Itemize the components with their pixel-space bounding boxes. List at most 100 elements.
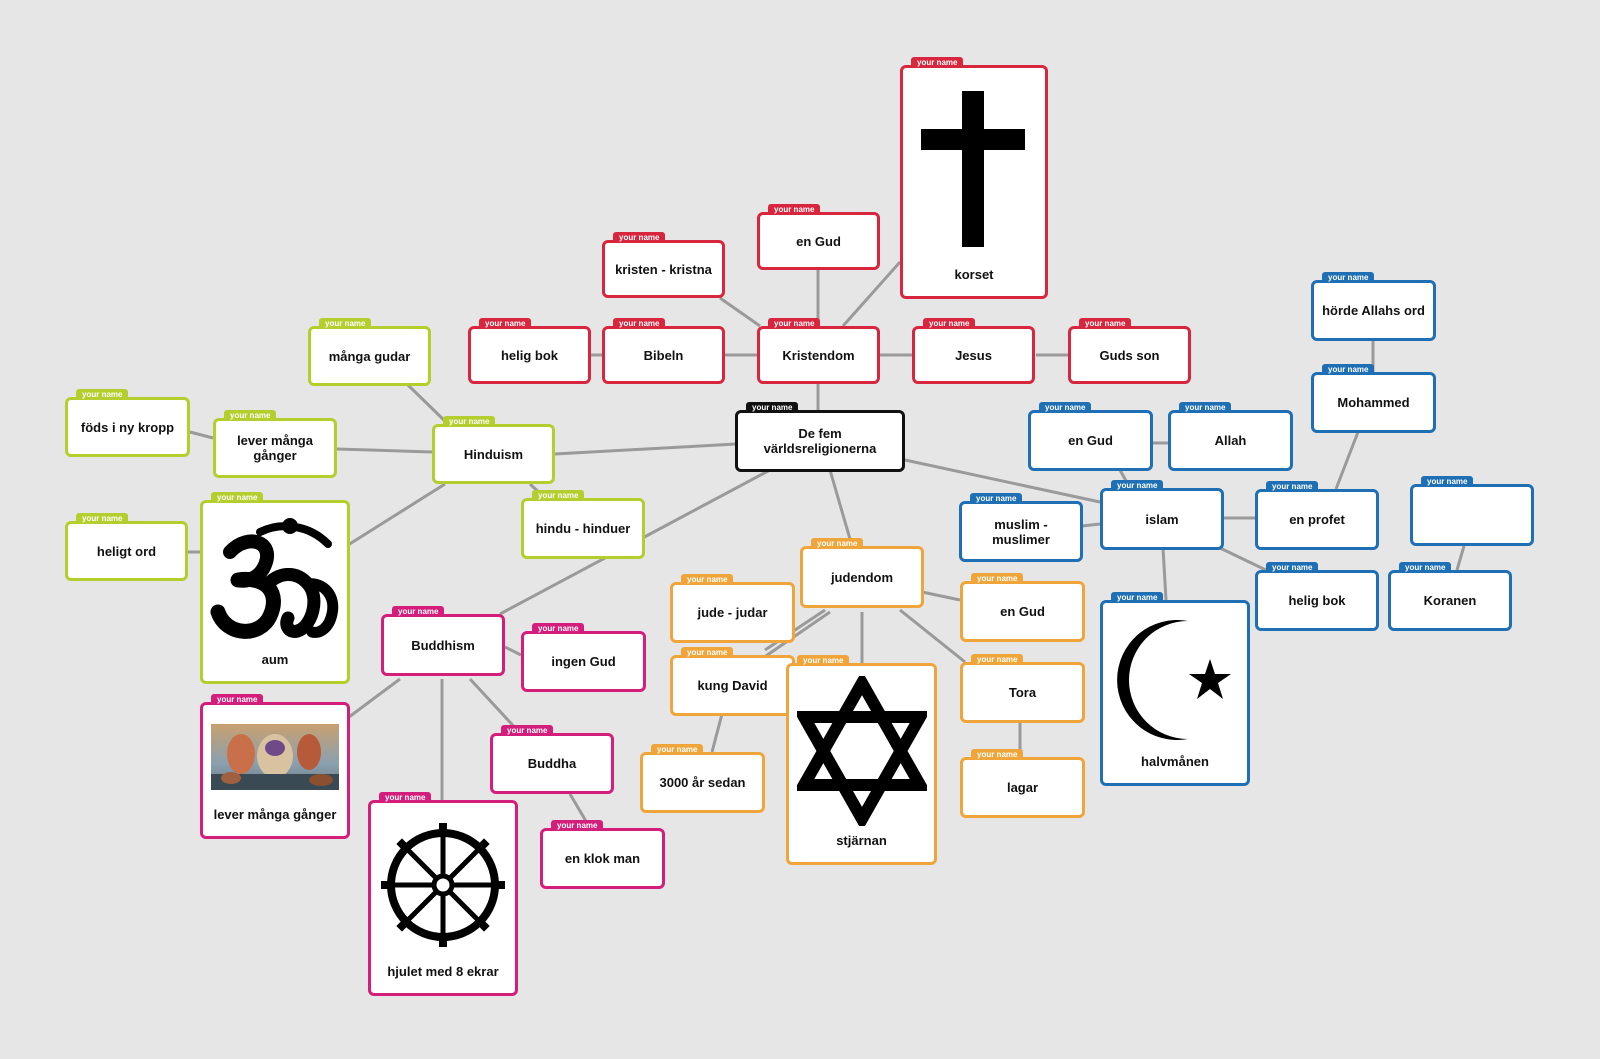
name-tag: your name [651,744,704,755]
node-label: Allah [1214,433,1247,448]
node-label: hjulet med 8 ekrar [387,964,499,979]
node-label: islam [1145,511,1179,527]
name-tag: your name [971,573,1024,584]
node-label: Jesus [955,347,992,363]
node-hjulet[interactable]: your name [368,792,518,996]
name-tag: your name [797,655,850,666]
node-en-profet[interactable]: your name en profet [1255,481,1379,550]
node-bibeln[interactable]: your name Bibeln [602,318,725,384]
node-en-gud-islam[interactable]: your name en Gud [1028,402,1153,471]
node-kung-david[interactable]: your name kung David [670,647,795,716]
node-hinduism[interactable]: your name Hinduism [432,416,555,484]
node-helig-bok-christianity[interactable]: your name helig bok [468,318,591,384]
name-tag: your name [319,318,372,329]
node-label: kung David [697,678,768,693]
node-en-gud-judaism[interactable]: your name en Gud [960,573,1085,642]
name-tag: your name [1039,402,1092,413]
node-label: heligt ord [96,543,157,559]
name-tag: your name [532,490,585,501]
name-tag: your name [479,318,532,329]
name-tag: your name [224,410,277,421]
node-label: Tora [1008,685,1037,700]
node-label: helig bok [500,347,559,363]
node-aum[interactable]: your name aum [200,492,350,684]
name-tag: your name [970,493,1023,504]
node-judendom[interactable]: your name judendom [800,538,924,608]
node-label: lagar [1006,780,1039,795]
node-korset[interactable]: your name korset [900,57,1048,299]
node-label: halvmånen [1141,754,1209,769]
name-tag: your name [613,318,666,329]
name-tag: your name [1266,481,1319,492]
painting-image [211,724,339,790]
node-helig-bok-islam[interactable]: your name helig bok [1255,562,1379,631]
node-label: judendom [830,569,894,585]
name-tag: your name [551,820,604,831]
node-stjarnan[interactable]: your name stjärnan [786,655,937,865]
star-of-david-icon [796,675,927,826]
node-manga-gudar[interactable]: your name många gudar [308,318,431,386]
node-label: hörde Allahs ord [1322,303,1425,318]
node-3000-ar-sedan[interactable]: your name 3000 år sedan [640,744,765,813]
node-fods-i-ny-kropp[interactable]: your name föds i ny kropp [65,389,190,457]
node-label: helig bok [1288,593,1346,608]
node-label: lever många gånger [213,807,337,822]
node-label: Hinduism [463,446,524,462]
node-label: föds i ny kropp [80,419,175,435]
node-buddhism[interactable]: your name Buddhism [381,606,505,676]
name-tag: your name [768,204,821,215]
om-icon [210,517,338,639]
node-lagar[interactable]: your name lagar [960,749,1085,818]
name-tag: your name [811,538,864,549]
node-label: en Gud [1068,433,1113,448]
node-label: 3000 år sedan [659,775,746,790]
node-heligt-ord[interactable]: your name heligt ord [65,513,188,581]
node-label: lever många gånger [237,433,313,463]
name-tag: your name [1111,480,1164,491]
node-label: ingen Gud [551,654,616,669]
node-kristendom[interactable]: your name Kristendom [757,318,880,384]
node-hindu-hinduer[interactable]: your name hindu - hinduer [521,490,645,559]
node-label: Buddhism [411,637,475,653]
node-label: en Gud [796,233,841,249]
node-islam[interactable]: your name islam [1100,480,1224,550]
name-tag: your name [76,389,129,400]
node-buddha[interactable]: your name Buddha [490,725,614,794]
node-mohammed[interactable]: your name Mohammed [1311,364,1436,433]
node-label: en Gud [1000,604,1045,619]
name-tag: your name [746,402,799,413]
node-koranen[interactable]: your name Koranen [1388,562,1512,631]
node-label: en klok man [564,851,641,866]
name-tag: your name [501,725,554,736]
node-guds-son[interactable]: your name Guds son [1068,318,1191,384]
dharma-wheel-icon [381,822,505,947]
name-tag: your name [532,623,585,634]
node-en-klok-man[interactable]: your name en klok man [540,820,665,889]
node-label: Kristendom [782,347,855,363]
node-label: Koranen [1423,593,1477,608]
node-halvmanen[interactable]: your name halvmånen [1100,592,1250,786]
node-tora[interactable]: your name Tora [960,654,1085,723]
center-node[interactable]: your name De fem världsreligionerna [735,402,905,472]
node-en-gud-christianity[interactable]: your name en Gud [757,204,880,270]
name-tag: your name [923,318,976,329]
node-label: Buddha [527,756,577,771]
node-allah[interactable]: your name Allah [1168,402,1293,471]
node-label: korset [954,267,994,282]
name-tag: your name [1421,476,1474,487]
node-jesus[interactable]: your name Jesus [912,318,1035,384]
node-empty[interactable]: your name [1410,476,1534,546]
node-horde-allahs-ord[interactable]: your name hörde Allahs ord [1311,272,1436,341]
node-label: muslim - muslimer [992,516,1050,547]
name-tag: your name [613,232,666,243]
node-ingen-gud[interactable]: your name ingen Gud [521,623,646,692]
node-lever-manga-ganger-buddhism[interactable]: your name lever många gånger [200,694,350,839]
node-label: många gudar [328,348,411,364]
node-kristen-kristna[interactable]: your name kristen - kristna [602,232,725,298]
node-label: stjärnan [836,833,887,848]
node-lever-manga-ganger-hinduism[interactable]: your name lever många gånger [213,410,337,478]
node-muslim-muslimer[interactable]: your name muslim - muslimer [959,493,1083,562]
name-tag: your name [211,492,264,503]
name-tag: your name [1322,272,1375,283]
node-jude-judar[interactable]: your name jude - judar [670,574,795,643]
